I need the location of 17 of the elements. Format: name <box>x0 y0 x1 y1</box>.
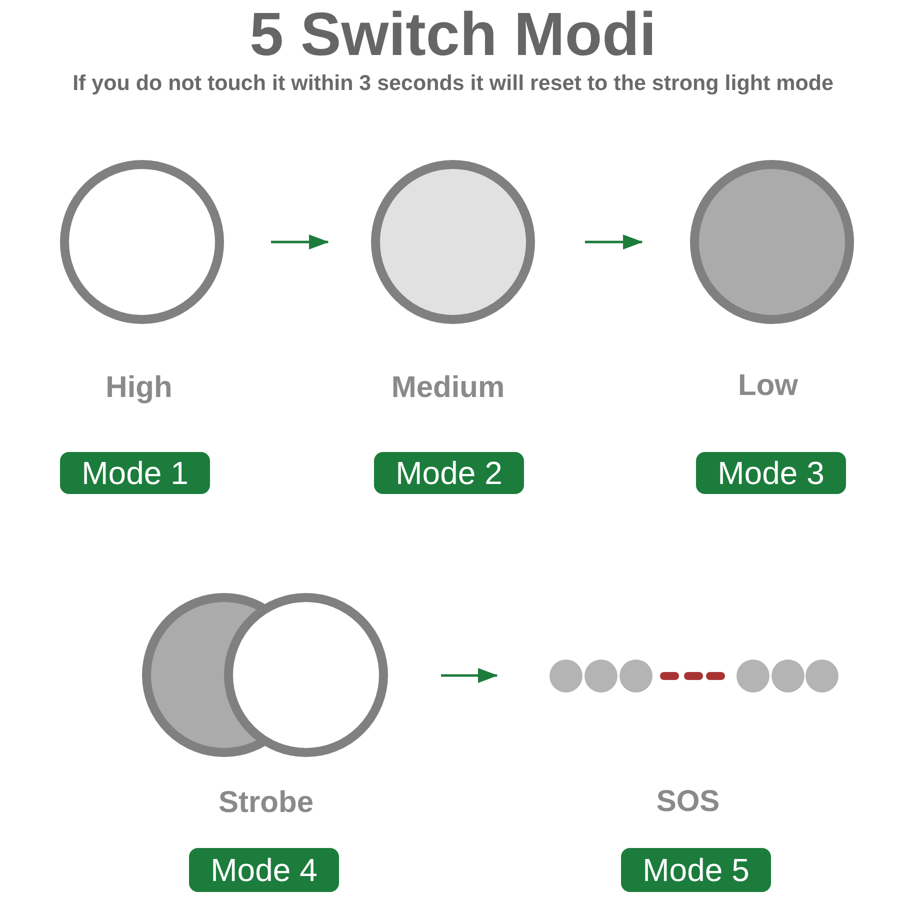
mode-tag: Mode 2 <box>374 452 524 494</box>
arrow <box>441 668 498 683</box>
title: 5 Switch Modi <box>248 4 658 65</box>
mode-tag: Mode 1 <box>60 452 210 494</box>
mode-name-label: Medium <box>391 373 505 403</box>
mode-name-label: SOS <box>656 787 720 817</box>
mode-name-label: Low <box>738 371 798 401</box>
mode-name-label: Strobe <box>218 788 314 818</box>
mode-tag: Mode 3 <box>696 452 846 494</box>
mode-name-label: High <box>106 373 172 403</box>
mode-tag: Mode 4 <box>189 848 339 892</box>
subtitle: If you do not touch it within 3 seconds it will reset to the strong light mode <box>72 73 834 94</box>
overlapping-circles <box>142 593 388 757</box>
mode-tag: Mode 5 <box>621 848 771 892</box>
dots-and-dashes-picture <box>549 659 839 693</box>
arrow <box>271 234 329 250</box>
arrow <box>585 234 643 250</box>
